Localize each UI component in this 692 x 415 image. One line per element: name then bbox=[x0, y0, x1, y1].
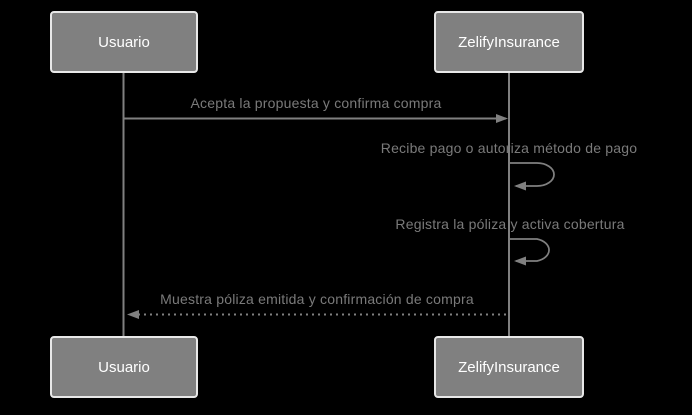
self-loop-arrow-register-policy bbox=[509, 238, 550, 266]
message-label-accept-proposal: Acepta la propuesta y confirma compra bbox=[190, 95, 442, 111]
actor-label-zelifyinsurance-bottom: ZelifyInsurance bbox=[458, 358, 560, 376]
self-loop-arrow-receive-payment bbox=[509, 162, 555, 191]
actor-box-usuario-top: Usuario bbox=[50, 11, 198, 73]
actor-box-zelifyinsurance-top: ZelifyInsurance bbox=[434, 11, 584, 73]
actor-label-usuario-top: Usuario bbox=[98, 33, 150, 51]
message-label-register-policy: Registra la póliza y activa cobertura bbox=[395, 216, 625, 232]
message-label-receive-payment: Recibe pago o autoriza método de pago bbox=[380, 140, 638, 156]
actor-box-zelifyinsurance-bottom: ZelifyInsurance bbox=[434, 336, 584, 398]
message-label-show-policy: Muestra póliza emitida y confirmación de… bbox=[160, 291, 474, 307]
actor-label-usuario-bottom: Usuario bbox=[98, 358, 150, 376]
actor-box-usuario-bottom: Usuario bbox=[50, 336, 198, 398]
actor-label-zelifyinsurance-top: ZelifyInsurance bbox=[458, 33, 560, 51]
